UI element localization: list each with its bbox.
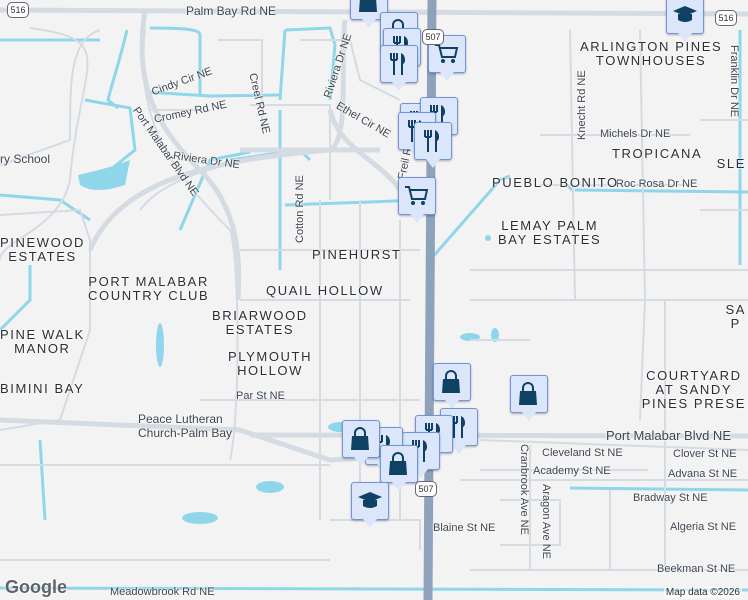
road-label: Meadowbrook Rd NE: [110, 586, 215, 598]
shopping-bag-marker[interactable]: [510, 375, 548, 421]
restaurant-icon: [424, 130, 440, 152]
area-label: COURTYARD AT SANDY PINES PRESE: [641, 368, 746, 411]
restaurant-icon: [390, 53, 406, 75]
area-label: BIMINI BAY: [0, 381, 85, 396]
shopping-cart-marker[interactable]: [398, 177, 436, 223]
highway-shield-507: 507: [422, 29, 444, 45]
area-label: PLYMOUTH HOLLOW: [228, 349, 313, 378]
highway-shield-516: 516: [715, 10, 737, 26]
shopping-bag-icon: [519, 382, 537, 405]
road-label: Knecht Rd NE: [576, 70, 588, 140]
google-logo: Google: [5, 577, 67, 597]
road-label: Franklin Dr NE: [728, 45, 740, 118]
road-label: Academy St NE: [533, 465, 611, 477]
area-label: BRIARWOOD ESTATES: [212, 308, 308, 337]
shopping-bag-icon: [442, 370, 460, 393]
shopping-bag-marker[interactable]: [342, 420, 380, 466]
road-label: Port Malabar Blvd NE: [606, 428, 731, 443]
shopping-bag-icon: [351, 427, 369, 450]
school-marker[interactable]: [351, 482, 389, 528]
restaurant-icon: [430, 105, 446, 127]
area-label: LEMAY PALM BAY ESTATES: [498, 218, 602, 247]
road-label: Cotton Rd NE: [294, 175, 306, 243]
road-label: Roc Rosa Dr NE: [616, 178, 698, 190]
road-label: Clover St NE: [673, 448, 737, 460]
road-label: Michels Dr NE: [600, 128, 671, 140]
school-icon: [358, 492, 382, 508]
poi-label: ry School: [0, 152, 51, 166]
highway-507: [423, 0, 437, 600]
shopping-bag-icon: [389, 452, 407, 475]
shopping-cart-icon: [405, 186, 429, 205]
area-label: PINEHURST: [312, 247, 402, 262]
main-roads: [0, 7, 748, 463]
area-label: PUEBLO BONITO: [492, 175, 619, 190]
school-icon: [673, 6, 697, 22]
area-label: TROPICANA: [612, 146, 703, 161]
road-label: Algeria St NE: [670, 521, 737, 533]
shopping-bag-marker[interactable]: [380, 445, 418, 491]
area-label: PINE WALK MANOR: [0, 327, 85, 356]
restaurant-icon: [412, 440, 428, 462]
road-label: Advana St NE: [668, 468, 738, 480]
school-marker[interactable]: [666, 0, 704, 42]
shopping-bag-marker[interactable]: [433, 363, 471, 409]
highway-shield-507: 507: [415, 481, 437, 497]
area-label: SA P: [725, 302, 746, 331]
road-label: Aragon Ave NE: [540, 484, 552, 560]
road-label: Beekman St NE: [657, 563, 736, 575]
restaurant-marker[interactable]: [414, 122, 452, 168]
waterways: [0, 26, 748, 592]
area-label: SLE: [716, 156, 746, 171]
poi-label: Peace Lutheran Church-Palm Bay: [138, 412, 233, 440]
road-label: Bradway St NE: [633, 492, 708, 504]
restaurant-marker[interactable]: [380, 45, 418, 91]
road-label: Blaine St NE: [433, 522, 496, 534]
shopping-bag-icon: [359, 0, 377, 12]
attribution[interactable]: Map data ©2026: [663, 587, 742, 598]
area-label: ARLINGTON PINES TOWNHOUSES: [580, 39, 723, 68]
area-label: PORT MALABAR COUNTRY CLUB: [88, 274, 210, 303]
shopping-bag-marker[interactable]: [350, 0, 388, 28]
area-label: QUAIL HOLLOW: [266, 283, 384, 298]
road-label: Cranbrook Ave NE: [518, 444, 530, 535]
road-label: Cleveland St NE: [542, 447, 623, 459]
highway-shield-516: 516: [7, 2, 29, 18]
road-label: Par St NE: [236, 390, 285, 402]
shopping-cart-icon: [435, 44, 459, 63]
area-label: PINEWOOD ESTATES: [0, 235, 86, 264]
road-label: Palm Bay Rd NE: [186, 4, 277, 18]
